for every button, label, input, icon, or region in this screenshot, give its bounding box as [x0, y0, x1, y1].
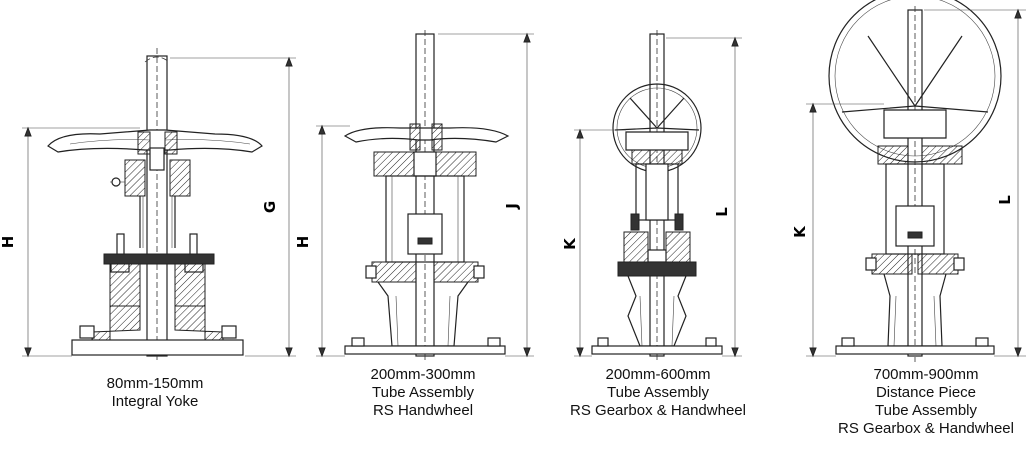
valve-figure-1	[22, 48, 296, 362]
caption-line: RS Gearbox & Handwheel	[838, 420, 1014, 437]
caption-figure-2: 200mm-300mm Tube Assembly RS Handwheel	[348, 366, 498, 420]
dim-label-l-3: L	[713, 207, 731, 217]
caption-line: 200mm-300mm	[370, 366, 476, 383]
valve-figure-4	[806, 0, 1026, 362]
caption-figure-1: 80mm-150mm Integral Yoke	[80, 375, 230, 411]
caption-figure-4: 700mm-900mm Distance Piece Tube Assembly…	[826, 366, 1026, 438]
dim-label-k-4: K	[791, 225, 809, 238]
dim-label-j-2: J	[503, 203, 521, 210]
caption-line: Distance Piece	[875, 384, 977, 401]
dim-label-l-4: L	[996, 195, 1014, 205]
caption-figure-3: 200mm-600mm Tube Assembly RS Gearbox & H…	[568, 366, 748, 420]
caption-line: Tube Assembly	[372, 384, 474, 401]
caption-line: RS Gearbox & Handwheel	[570, 402, 746, 419]
valve-figure-2	[316, 30, 534, 362]
caption-line: Tube Assembly	[607, 384, 709, 401]
caption-line: 80mm-150mm	[106, 375, 204, 392]
caption-line: Integral Yoke	[111, 393, 199, 410]
dim-label-h-2: H	[294, 236, 312, 249]
caption-line: RS Handwheel	[372, 402, 474, 419]
dim-label-h-1: H	[0, 236, 17, 249]
dim-label-g-1: G	[261, 201, 279, 213]
caption-line: 200mm-600mm	[605, 366, 711, 383]
caption-line: 700mm-900mm	[873, 366, 979, 383]
valve-figure-3	[574, 30, 742, 362]
caption-line: Tube Assembly	[875, 402, 977, 419]
dim-label-k-3: K	[561, 237, 579, 250]
